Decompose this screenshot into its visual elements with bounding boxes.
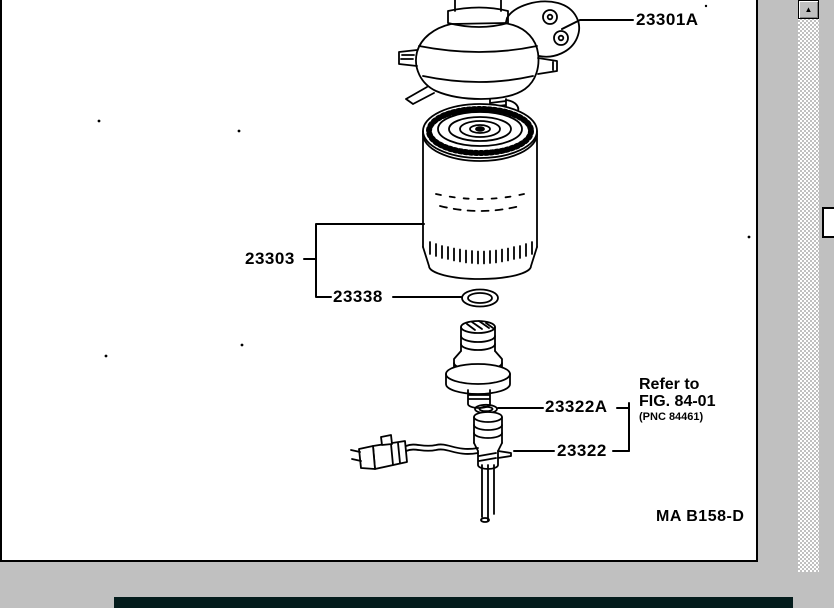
gasket-oring	[461, 288, 499, 308]
leader-23303	[303, 223, 462, 298]
reference-note-line3: (PNC 84461)	[639, 411, 704, 423]
wire-harness	[405, 443, 479, 450]
scroll-up-button[interactable]: ▲	[798, 0, 819, 19]
window-fragment	[822, 207, 834, 238]
lower-left-pipe	[405, 86, 435, 105]
inlet-fitting	[398, 49, 418, 67]
callout-23322A: 23322A	[545, 397, 608, 416]
up-arrow-icon: ▲	[804, 4, 813, 14]
filter-head-assembly	[398, 0, 580, 117]
callout-23322: 23322	[557, 441, 607, 460]
sensor-body-assembly	[445, 320, 511, 409]
reference-note: Refer to FIG. 84-01 (PNC 84461)	[639, 376, 715, 423]
bottom-window-edge	[114, 597, 793, 608]
leader-23301A	[561, 19, 634, 30]
crimp-band	[429, 241, 533, 265]
noise-specks	[97, 4, 751, 358]
callout-23301A: 23301A	[636, 10, 699, 29]
filter-head-body	[415, 22, 540, 100]
harness-connector	[350, 434, 408, 470]
filter-cartridge	[422, 103, 538, 280]
parts-diagram-svg	[97, 0, 751, 523]
water-level-sensor	[350, 411, 512, 523]
barb-fitting	[497, 450, 512, 459]
probe-tubes	[481, 464, 495, 522]
reference-note-line2: FIG. 84-01	[639, 393, 716, 410]
reference-note-line1: Refer to	[639, 376, 700, 393]
vertical-scrollbar[interactable]: ▲	[798, 0, 819, 572]
diagram-page: 23301A 23303 23338 23322A 23322 Refer to…	[0, 0, 758, 562]
figure-code: MA B158-D	[656, 508, 745, 525]
callout-23338: 23338	[333, 287, 383, 306]
leader-lines	[303, 19, 634, 452]
callout-23303: 23303	[245, 249, 295, 268]
outlet-fitting	[537, 57, 558, 75]
